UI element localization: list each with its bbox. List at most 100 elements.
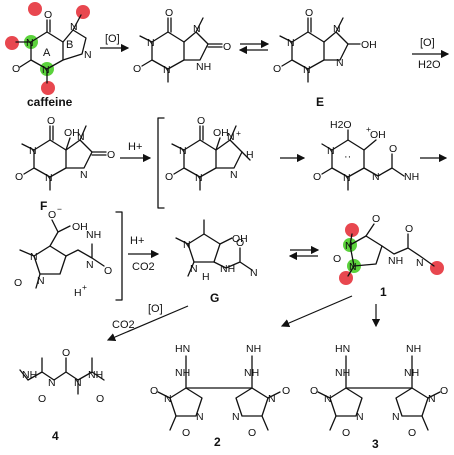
atom-n: N	[356, 411, 364, 423]
label-e: E	[316, 95, 324, 109]
atom-o: O	[182, 427, 190, 439]
charge-plus: +	[82, 282, 87, 292]
atom-oh: OH	[232, 233, 248, 245]
atom-nh: NH	[404, 171, 419, 183]
intermediate-carboxylate: N N O − OH NH N O O H +	[14, 204, 112, 299]
atom-n: N	[333, 23, 341, 35]
intermediate-water-attack: H2O N N O OH + O NH N ··	[313, 119, 419, 191]
atom-hn: HN	[175, 343, 190, 355]
lone-pair: ··	[344, 151, 351, 163]
atom-nh: NH	[220, 263, 235, 275]
atom-oh: OH	[370, 129, 386, 141]
atom-n: N	[190, 263, 198, 275]
atom-o: O	[248, 427, 256, 439]
reaction-arrow	[280, 295, 353, 328]
reagent-acid: H+	[128, 141, 142, 153]
atom-n: N	[193, 23, 201, 35]
atom-o: O	[197, 115, 205, 127]
intermediate-f: N N O O OH N N O F	[15, 115, 115, 213]
atom-o: O	[305, 7, 313, 19]
atom-nh: NH	[388, 255, 403, 267]
atom-n: N	[179, 145, 187, 157]
atom-n: N	[29, 145, 37, 157]
atom-n: N	[163, 64, 171, 76]
atom-nh: NH	[335, 367, 350, 379]
label-compound-1: 1	[380, 285, 387, 299]
atom-n: N	[80, 169, 88, 181]
methyl-marker	[41, 81, 55, 95]
label-g: G	[210, 291, 219, 305]
reagent-co2: CO2	[132, 261, 155, 273]
atom-h: H	[74, 287, 82, 299]
atom-n: N	[147, 37, 155, 49]
atom-oh: OH	[213, 127, 229, 139]
atom-o: O	[223, 41, 231, 53]
atom-n: N	[392, 411, 400, 423]
bracket-left	[157, 117, 165, 209]
atom-n: N	[372, 171, 380, 183]
methyl-marker	[28, 2, 42, 16]
atom-o: O	[310, 385, 318, 397]
atom-n: N	[196, 411, 204, 423]
atom-n: N	[324, 393, 332, 405]
atom-n: N	[250, 267, 258, 279]
atom-o: O	[47, 115, 55, 127]
charge-plus: +	[236, 128, 241, 138]
intermediate-8-oxo: N N O O N NH O	[133, 7, 231, 83]
atom-h: H	[246, 149, 254, 161]
atom-o: O	[48, 209, 56, 221]
atom-o: O	[405, 223, 413, 235]
atom-h: H	[202, 271, 210, 283]
atom-nh: NH	[22, 369, 37, 381]
compound-1: N N O O NH O N 1	[333, 213, 444, 299]
atom-n: N	[349, 261, 357, 273]
reagent-water: H2O	[418, 59, 441, 71]
atom-o: O	[44, 9, 52, 21]
atom-n: N	[42, 64, 50, 76]
label-compound-4: 4	[52, 429, 59, 443]
atom-n: N	[232, 411, 240, 423]
atom-o: O	[282, 385, 290, 397]
ring-label-b: B	[66, 39, 73, 51]
atom-n: N	[45, 172, 53, 184]
label-compound-3: 3	[372, 437, 379, 451]
atom-nh: NH	[175, 367, 190, 379]
atom-h2o: H2O	[330, 119, 352, 131]
reagent-oxidation: [O]	[105, 33, 120, 45]
atom-o: O	[38, 393, 46, 405]
reaction-arrow	[106, 305, 189, 342]
atom-n: N	[227, 131, 235, 143]
compound-3: NH NH HN NH N N N N O O O O 3	[310, 343, 448, 451]
atom-n: N	[195, 172, 203, 184]
charge-plus: +	[366, 124, 371, 134]
atom-hn: HN	[335, 343, 350, 355]
atom-nh: NH	[88, 369, 103, 381]
label-f: F	[40, 199, 47, 213]
atom-nh: NH	[86, 229, 101, 241]
atom-n: N	[164, 393, 172, 405]
atom-o: O	[236, 237, 244, 249]
atom-o: O	[342, 427, 350, 439]
atom-n: N	[327, 145, 335, 157]
label-caffeine: caffeine	[27, 95, 73, 109]
intermediate-g: N N OH O NH N H G	[175, 219, 258, 305]
atom-oh: OH	[72, 221, 88, 233]
atom-o: O	[133, 63, 141, 75]
atom-nh: NH	[196, 61, 211, 73]
atom-oh: OH	[361, 39, 377, 51]
atom-o: O	[313, 171, 321, 183]
bracket-right	[115, 211, 123, 301]
atom-o: O	[273, 63, 281, 75]
atom-n: N	[26, 37, 34, 49]
atom-n: N	[74, 377, 82, 389]
atom-nh: NH	[404, 367, 419, 379]
atom-n: N	[86, 259, 94, 271]
atom-o: O	[440, 385, 448, 397]
charge-minus: −	[57, 204, 62, 214]
atom-o: O	[104, 265, 112, 277]
atom-n: N	[84, 49, 92, 61]
compound-2: NH NH HN NH N N N N O O O O 2	[150, 343, 290, 449]
atom-nh: NH	[244, 367, 259, 379]
atom-o: O	[333, 253, 341, 265]
